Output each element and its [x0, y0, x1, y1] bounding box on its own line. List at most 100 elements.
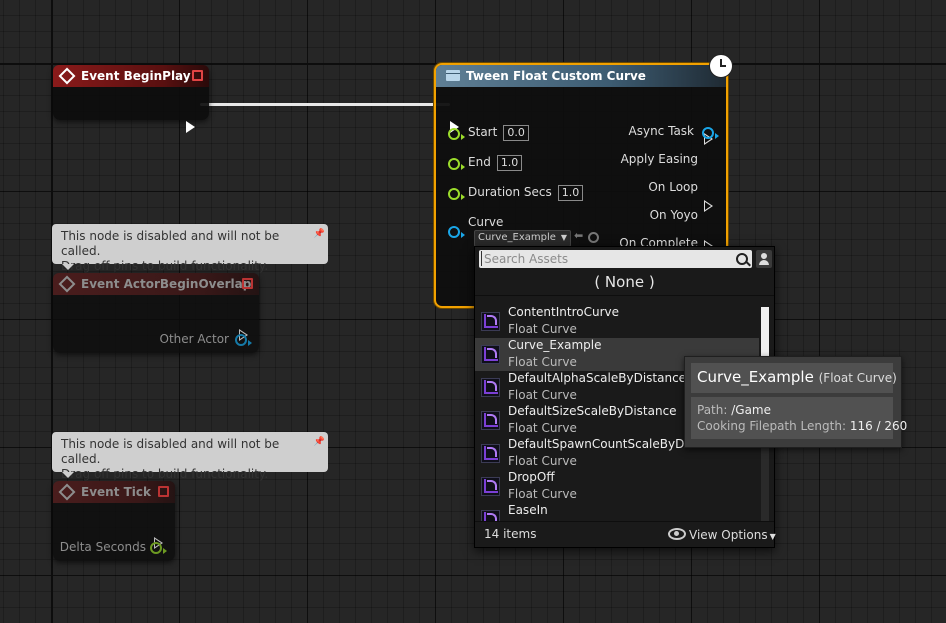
pin-arrow-icon: [715, 132, 719, 139]
event-actorbeginoverlap-header: Event ActorBeginOverlap: [53, 273, 259, 295]
asset-name: DefaultSizeScaleByDistance: [508, 404, 677, 418]
chevron-down-icon: ▼: [769, 532, 776, 541]
duration-pin[interactable]: [448, 188, 465, 203]
curve-asset-dropdown[interactable]: Curve_Example ▼: [474, 230, 571, 247]
apply-easing-exec-pin[interactable]: [704, 200, 713, 212]
on-loop-label: On Loop: [648, 180, 698, 194]
object-pin-icon: [448, 226, 460, 238]
object-pin-icon: [235, 334, 247, 346]
tooltip-asset-name-row: Curve_Example (Float Curve): [697, 368, 897, 386]
view-options-button[interactable]: View Options▼: [668, 527, 776, 542]
event-beginplay-header: Event BeginPlay: [53, 65, 209, 87]
asset-type: Float Curve: [508, 520, 577, 521]
end-value-field[interactable]: 1.0: [496, 155, 523, 171]
view-options-label: View Options: [689, 528, 768, 542]
disabled-comment-bubble: This node is disabled and will not be ca…: [52, 432, 328, 481]
float-curve-icon: [481, 477, 500, 496]
on-yoyo-label: On Yoyo: [649, 208, 698, 222]
delegate-pin-icon[interactable]: [192, 70, 203, 81]
asset-type: Float Curve: [508, 322, 577, 336]
asset-search-box[interactable]: [479, 250, 752, 268]
tooltip-cooking-value: 116 / 260: [849, 419, 908, 433]
delegate-pin-icon[interactable]: [242, 278, 253, 289]
exec-wire: [200, 103, 450, 106]
tooltip-path-label: Path:: [697, 403, 728, 417]
asset-name: DefaultSpawnCountScaleByDistance: [508, 437, 728, 451]
tooltip-asset-type: (Float Curve): [818, 371, 897, 385]
event-actorbeginoverlap-node[interactable]: Event ActorBeginOverlap Other Actor: [53, 273, 259, 353]
asset-type: Float Curve: [508, 355, 577, 369]
exec-out-pin[interactable]: [704, 133, 713, 145]
duration-value-field[interactable]: 1.0: [557, 185, 584, 201]
pin-comment-icon[interactable]: 📌: [313, 229, 325, 239]
float-curve-icon: [481, 510, 500, 521]
asset-type: Float Curve: [508, 421, 577, 435]
curve-asset-value: Curve_Example: [478, 232, 556, 243]
item-count: 14 items: [484, 527, 537, 541]
asset-search-input[interactable]: [481, 251, 736, 266]
delta-seconds-pin[interactable]: [150, 542, 167, 557]
asset-name: Curve_Example: [508, 338, 602, 352]
event-diamond-icon: [58, 483, 76, 501]
duration-label: Duration Secs: [468, 185, 552, 199]
event-tick-header: Event Tick: [53, 481, 175, 503]
asset-list-item[interactable]: EaseInFloat Curve: [475, 503, 759, 521]
filter-user-icon[interactable]: [756, 250, 772, 268]
async-task-label: Async Task: [628, 124, 694, 138]
eye-icon: [668, 528, 686, 540]
object-pin-icon: [702, 127, 714, 139]
none-option[interactable]: ( None ): [475, 271, 774, 296]
start-value-field[interactable]: 0.0: [503, 125, 529, 141]
end-label: End: [468, 155, 491, 169]
exec-in-pin[interactable]: [450, 121, 459, 133]
exec-out-pin[interactable]: [186, 121, 195, 133]
tooltip-path-value: /Game: [731, 403, 772, 417]
pin-arrow-icon: [461, 231, 465, 238]
delegate-pin-icon[interactable]: [158, 486, 169, 497]
asset-type: Float Curve: [508, 487, 577, 501]
event-tick-node[interactable]: Event Tick Delta Seconds: [53, 481, 175, 561]
tooltip-path-row: Path: /Game: [697, 403, 771, 417]
tooltip-header: Curve_Example (Float Curve): [691, 363, 897, 393]
use-selected-asset-icon[interactable]: ⬅: [574, 229, 584, 242]
tooltip-cooking-row: Cooking Filepath Length: 116 / 260: [697, 419, 907, 433]
end-pin[interactable]: [448, 158, 465, 173]
function-icon: [446, 70, 460, 81]
pin-arrow-icon: [461, 193, 465, 200]
tooltip-details: Path: /Game Cooking Filepath Length: 116…: [691, 397, 907, 439]
duration-row: Duration Secs 1.0: [468, 185, 584, 201]
scrollbar-thumb[interactable]: [761, 307, 769, 357]
curve-label: Curve: [468, 215, 504, 229]
async-task-pin[interactable]: [702, 127, 719, 142]
start-label: Start: [468, 125, 498, 139]
float-curve-icon: [481, 345, 500, 364]
event-diamond-icon: [58, 275, 76, 293]
tooltip-cooking-label: Cooking Filepath Length:: [697, 419, 846, 433]
event-beginplay-title: Event BeginPlay: [81, 69, 191, 83]
disabled-comment-line1: This node is disabled and will not be ca…: [61, 437, 280, 466]
asset-tooltip: Curve_Example (Float Curve) Path: /Game …: [684, 356, 907, 448]
start-pin[interactable]: [448, 128, 465, 143]
asset-name: DropOff: [508, 470, 555, 484]
asset-name: ContentIntroCurve: [508, 305, 619, 319]
search-icon: [736, 253, 748, 265]
other-actor-pin[interactable]: [235, 334, 252, 349]
asset-type: Float Curve: [508, 454, 577, 468]
float-curve-icon: [481, 411, 500, 430]
disabled-comment-bubble: This node is disabled and will not be ca…: [52, 224, 328, 273]
disabled-comment-line2: Drag off pins to build functionality.: [61, 259, 269, 273]
event-tick-title: Event Tick: [81, 485, 152, 499]
pin-arrow-icon: [248, 339, 252, 346]
tween-node-title: Tween Float Custom Curve: [466, 69, 646, 83]
float-pin-icon: [150, 542, 162, 554]
curve-pin[interactable]: [448, 226, 465, 241]
event-beginplay-node[interactable]: Event BeginPlay: [53, 65, 209, 133]
browse-asset-icon[interactable]: [588, 232, 599, 243]
pin-comment-icon[interactable]: 📌: [313, 437, 325, 447]
